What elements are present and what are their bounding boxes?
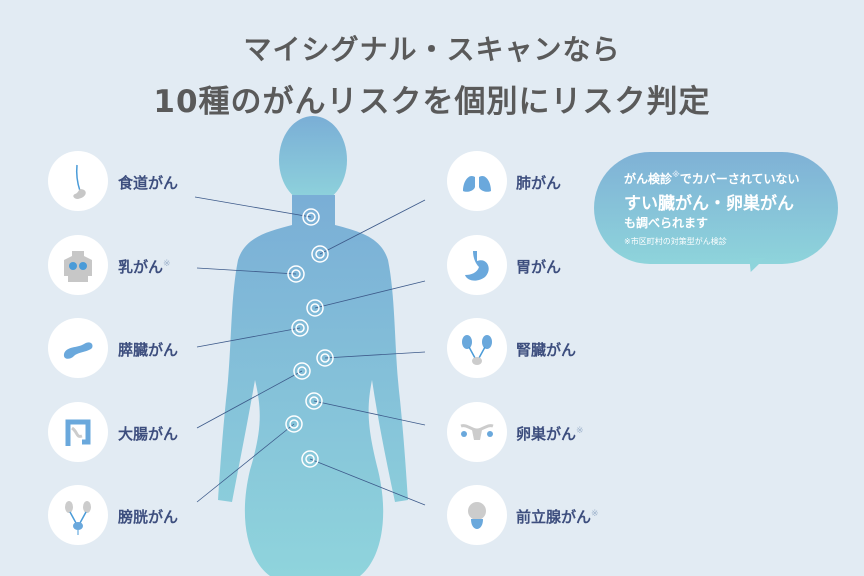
colon-icon bbox=[48, 402, 108, 462]
bubble-line-1: がん検診※でカバーされていない bbox=[624, 170, 799, 187]
label-colorectal-cancer: 大腸がん bbox=[118, 423, 178, 444]
label-kidney-cancer: 腎臓がん bbox=[516, 339, 576, 360]
label-text: 腎臓がん bbox=[516, 341, 577, 359]
bubble-line-2: すい臓がん・卵巣がん bbox=[624, 194, 794, 214]
prostate-icon bbox=[447, 485, 507, 545]
title-line-1: マイシグナル・スキャンなら bbox=[243, 33, 621, 66]
label-breast-cancer: 乳がん※ bbox=[118, 256, 171, 277]
label-ovarian-cancer: 卵巣がん※ bbox=[516, 423, 584, 444]
note-mark: ※ bbox=[591, 509, 599, 519]
connector-lines bbox=[194, 196, 426, 506]
stomach-icon bbox=[447, 235, 507, 295]
body-silhouette bbox=[218, 116, 408, 576]
bubble-text: でカバーされていない bbox=[679, 172, 800, 186]
label-text: 膀胱がん bbox=[118, 508, 179, 526]
organ-markers bbox=[285, 208, 334, 468]
label-text: 食道がん bbox=[118, 174, 179, 192]
label-text: 乳がん bbox=[118, 258, 164, 276]
label-esophageal-cancer: 食道がん bbox=[118, 172, 178, 193]
pancreas-icon bbox=[48, 318, 108, 378]
label-text: 大腸がん bbox=[118, 425, 179, 443]
ovary-icon bbox=[447, 402, 507, 462]
label-text: 肺がん bbox=[516, 174, 562, 192]
esophagus-icon bbox=[48, 151, 108, 211]
bladder-icon bbox=[48, 485, 108, 545]
label-stomach-cancer: 胃がん bbox=[516, 256, 561, 277]
label-lung-cancer: 肺がん bbox=[516, 172, 561, 193]
bubble-footnote: ※市区町村の対策型がん検診 bbox=[624, 237, 727, 246]
note-mark: ※ bbox=[672, 170, 680, 179]
note-mark: ※ bbox=[576, 426, 584, 436]
label-text: 前立腺がん bbox=[516, 508, 592, 526]
label-pancreatic-cancer: 膵臓がん bbox=[118, 339, 178, 360]
callout-bubble: がん検診※でカバーされていない すい臓がん・卵巣がん も調べられます ※市区町村… bbox=[594, 152, 838, 264]
label-prostate-cancer: 前立腺がん※ bbox=[516, 506, 599, 527]
bubble-text: がん検診 bbox=[624, 172, 673, 186]
note-mark: ※ bbox=[163, 259, 171, 269]
lung-icon bbox=[447, 151, 507, 211]
label-text: 膵臓がん bbox=[118, 341, 179, 359]
breast-icon bbox=[48, 235, 108, 295]
label-text: 胃がん bbox=[516, 258, 562, 276]
kidney-icon bbox=[447, 318, 507, 378]
bubble-line-3: も調べられます bbox=[624, 216, 709, 230]
label-bladder-cancer: 膀胱がん bbox=[118, 506, 178, 527]
title-line-2: 10種のがんリスクを個別にリスク判定 bbox=[153, 84, 711, 120]
label-text: 卵巣がん bbox=[516, 425, 577, 443]
